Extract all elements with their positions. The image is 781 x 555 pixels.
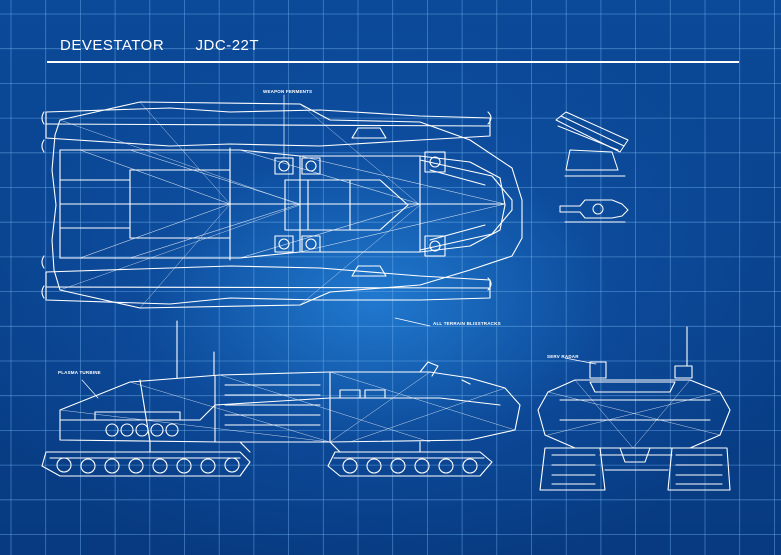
vehicle-model: JDC-22T xyxy=(195,37,260,54)
label-serv-radar: SERV RADAR xyxy=(547,354,579,359)
label-all-terrain-blisstracks: ALL TERRAIN BLISSTRACKS xyxy=(433,321,501,326)
blueprint-title: DEVESTATOR JDC-22T xyxy=(60,37,259,54)
front-view-drawing xyxy=(537,326,731,491)
title-underline xyxy=(47,61,739,63)
label-weapon-ferments: WEAPON FERMENTS xyxy=(263,89,313,94)
vehicle-name: DEVESTATOR xyxy=(60,37,165,54)
label-plasma-turbine: PLASMA TURBINE xyxy=(58,370,101,375)
launcher-detail-drawing xyxy=(555,111,629,223)
side-view-drawing xyxy=(41,320,521,477)
top-view-drawing xyxy=(41,94,523,327)
